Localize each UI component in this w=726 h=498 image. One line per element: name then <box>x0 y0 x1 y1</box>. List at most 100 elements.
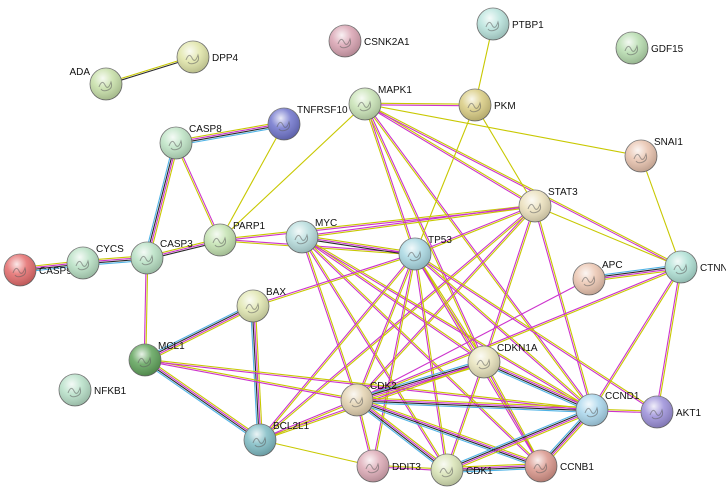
edge-line <box>176 124 285 145</box>
node-label: PTBP1 <box>512 20 544 31</box>
node-apc[interactable]: APC <box>572 260 623 296</box>
node-bax[interactable]: BAX <box>236 287 286 323</box>
edge-line <box>143 303 253 359</box>
edge-line <box>482 363 592 413</box>
node-ptbp1[interactable]: PTBP1 <box>476 7 544 41</box>
edge-line <box>482 362 541 467</box>
edge-line <box>146 357 262 439</box>
edge-line <box>415 253 486 362</box>
edge-line <box>174 143 220 241</box>
node-stat3[interactable]: STAT3 <box>518 187 578 223</box>
edge-line <box>533 206 592 411</box>
node-gloss <box>616 32 648 64</box>
node-gdf15[interactable]: GDF15 <box>615 31 684 65</box>
edge-mapk1-ccnd1 <box>363 103 594 411</box>
protein-structure-icon <box>407 250 422 262</box>
edge-line <box>301 236 416 255</box>
edge-casp8-tnfrsf10 <box>175 121 285 146</box>
edge-line <box>415 252 593 410</box>
node-gloss <box>237 290 269 322</box>
node-nfkb1[interactable]: NFKB1 <box>58 373 127 407</box>
edge-bcl2l1-ddit3 <box>259 439 374 467</box>
edge-line <box>355 401 446 473</box>
edge-line <box>357 398 593 410</box>
node-ddit3[interactable]: DDIT3 <box>356 449 421 483</box>
node-mcl1[interactable]: MCL1 <box>128 341 185 377</box>
node-label: STAT3 <box>548 187 578 198</box>
edge-line <box>373 254 417 467</box>
node-dpp4[interactable]: DPP4 <box>176 40 239 74</box>
node-label: GDF15 <box>651 44 684 55</box>
node-gloss <box>90 68 122 100</box>
node-tnfrsf10[interactable]: TNFRSF10 <box>267 105 348 141</box>
node-label: CDK2 <box>370 381 397 392</box>
edge-line <box>590 266 681 410</box>
node-casp8[interactable]: CASP8 <box>159 124 222 160</box>
node-myc[interactable]: MYC <box>285 218 337 254</box>
node-ada[interactable]: ADA <box>69 67 123 101</box>
edge-snai1-ctnn <box>640 155 682 268</box>
node-gloss <box>459 89 491 121</box>
node-label: SNAI1 <box>654 137 683 148</box>
node-label: BCL2L1 <box>273 421 310 432</box>
edge-line <box>259 439 374 467</box>
node-csnk2a1[interactable]: CSNK2A1 <box>328 24 410 58</box>
edge-line <box>484 359 594 409</box>
edge-stat3-ccnd1 <box>533 205 594 411</box>
edge-line <box>219 240 415 256</box>
node-akt1[interactable]: AKT1 <box>640 395 701 429</box>
node-cycs[interactable]: CYCS <box>66 244 124 280</box>
edge-line <box>301 238 415 257</box>
node-cdkn1a[interactable]: CDKN1A <box>467 343 538 379</box>
node-gloss <box>625 140 657 172</box>
edge-line <box>535 205 594 410</box>
edge-line <box>365 102 682 267</box>
node-mapk1[interactable]: MAPK1 <box>348 85 412 121</box>
node-label: CDK1 <box>466 466 493 477</box>
node-bcl2l1[interactable]: BCL2L1 <box>243 421 310 457</box>
node-cdk2[interactable]: CDK2 <box>340 381 397 417</box>
node-gloss <box>431 454 463 486</box>
edge-line <box>415 253 449 470</box>
edge-line <box>356 359 484 399</box>
edge-cdkn1a-cdk1 <box>445 361 486 471</box>
edge-line <box>357 397 593 409</box>
node-ccnb1[interactable]: CCNB1 <box>524 449 594 483</box>
node-gloss <box>67 247 99 279</box>
node-casp9[interactable]: CASP9 <box>3 253 72 287</box>
edge-line <box>447 410 593 472</box>
edge-line <box>364 104 535 208</box>
node-pkm[interactable]: PKM <box>458 88 516 122</box>
protein-structure-icon <box>485 20 500 32</box>
edge-line <box>357 267 682 402</box>
edge-line <box>371 253 415 466</box>
node-label: MCL1 <box>158 341 185 352</box>
edge-line <box>363 104 415 255</box>
edge-tp53-ddit3 <box>371 253 417 467</box>
edge-line <box>144 360 592 412</box>
node-gloss <box>131 242 163 274</box>
edge-line <box>365 103 486 362</box>
node-tp53[interactable]: TP53 <box>398 235 452 271</box>
node-gloss <box>286 221 318 253</box>
edge-line <box>357 398 542 466</box>
node-snai1[interactable]: SNAI1 <box>624 137 683 173</box>
edge-line <box>302 235 593 410</box>
node-casp3[interactable]: CASP3 <box>130 239 193 275</box>
protein-structure-icon <box>139 254 154 266</box>
edge-line <box>145 307 255 363</box>
edge-line <box>175 121 284 142</box>
node-parp1[interactable]: PARP1 <box>203 221 265 257</box>
node-gloss <box>641 396 673 428</box>
node-ctnn[interactable]: CTNN <box>664 250 726 284</box>
edge-line <box>143 361 259 443</box>
edge-line <box>356 400 592 412</box>
node-ccnd1[interactable]: CCND1 <box>575 391 640 427</box>
edge-myc-ccnd1 <box>301 235 593 412</box>
edge-line <box>301 237 592 412</box>
node-cdk1[interactable]: CDK1 <box>430 453 493 487</box>
protein-structure-icon <box>467 101 482 113</box>
node-label: TNFRSF10 <box>297 105 348 116</box>
edge-ccnd1-cdk1 <box>445 407 594 473</box>
